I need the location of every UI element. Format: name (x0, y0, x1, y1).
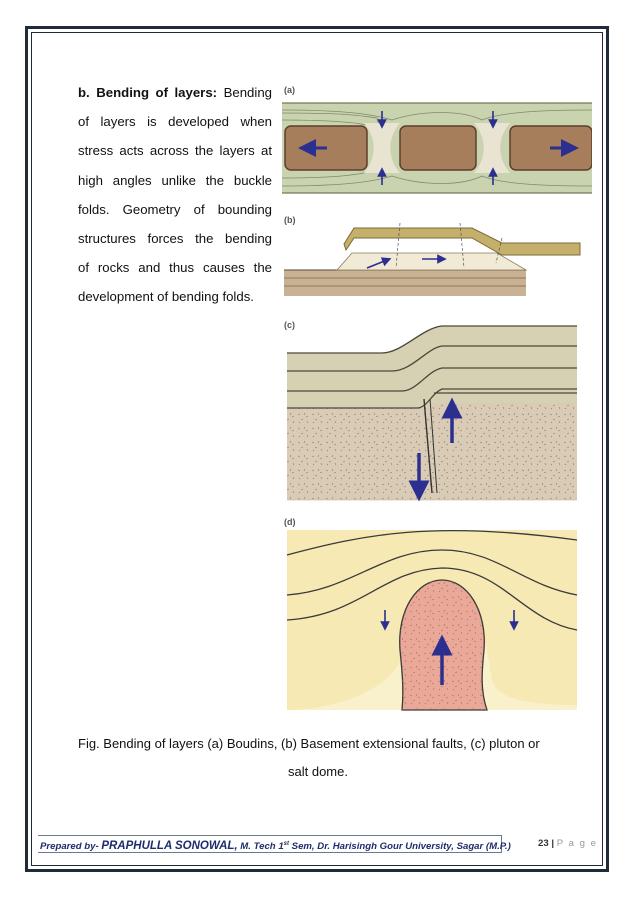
page-border-inner (31, 32, 603, 866)
paragraph-line-2: of layers is developed when (78, 114, 272, 130)
paragraph-line-7: of rocks and thus causes the (78, 260, 272, 276)
page-separator: | (548, 838, 557, 849)
paragraph-line-4: high angles unlike the buckle (78, 172, 272, 188)
body-paragraph: b. Bending of layers: Bending of layers … (78, 78, 272, 312)
page-word: P a g e (556, 838, 598, 849)
page-number: 23 (538, 838, 549, 849)
paragraph-line-3: stress acts across the layers at (78, 143, 272, 159)
footer-institution: Sem, Dr. Harisingh Gour University, Saga… (289, 841, 511, 853)
panel-b-faults: (b) (284, 215, 581, 296)
page-border-outer (25, 26, 609, 872)
footer-page: 23 | P a g e (538, 836, 597, 852)
footer-author: PRAPHULLA SONOWAL, (101, 840, 238, 853)
footer-prepared-by: Prepared by- (40, 841, 102, 853)
footer-credit: Prepared by- PRAPHULLA SONOWAL, M. Tech … (38, 835, 511, 853)
page-footer: Prepared by- PRAPHULLA SONOWAL, M. Tech … (38, 833, 600, 855)
paragraph-line-8: development of bending folds. (78, 289, 254, 305)
panel-a-boudins: (a) (282, 85, 592, 194)
panel-c-basement-fault: (c) (284, 320, 577, 502)
panel-d-salt-dome: (d) (284, 517, 578, 711)
figure-caption: Fig. Bending of layers (a) Boudins, (b) … (78, 730, 598, 786)
panel-d-label: (d) (284, 517, 296, 527)
caption-line-2: salt dome. (288, 764, 348, 779)
footer-degree-sup: st (283, 841, 289, 847)
panel-a-label: (a) (284, 85, 295, 95)
paragraph-line-6: structures forces the bending (78, 231, 272, 247)
bending-folds-figure: (a) (b) (c) (282, 85, 592, 711)
caption-line-1: Fig. Bending of layers (a) Boudins, (b) … (78, 736, 540, 751)
paragraph-line-1: b. Bending of layers: Bending (78, 85, 272, 100)
panel-b-label: (b) (284, 215, 296, 225)
paragraph-line-5: folds. Geometry of bounding (78, 201, 272, 217)
section-heading: b. Bending of layers: (78, 85, 218, 100)
panel-c-label: (c) (284, 320, 295, 330)
footer-degree: M. Tech 1 (237, 841, 284, 853)
